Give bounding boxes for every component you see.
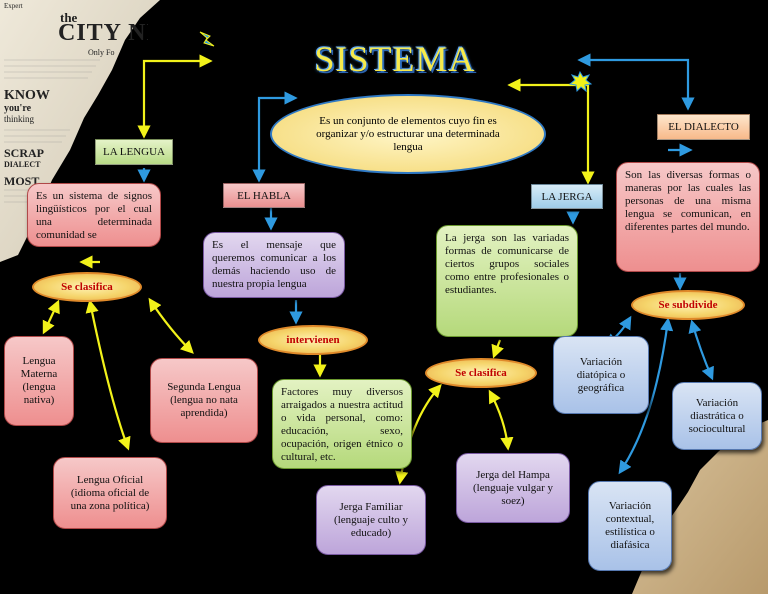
- label-habla: EL HABLA: [223, 183, 305, 208]
- dialecto-type: Variación diatópica o geográfica: [553, 336, 649, 414]
- lengua-description: Es un sistema de signos lingüísticos por…: [27, 183, 161, 247]
- newspaper-fragment: KNOW: [4, 88, 50, 103]
- jerga-type-text: Jerga Familiar (lenguaje culto y educado…: [334, 500, 408, 539]
- lengua-classify: Se clasifica: [32, 272, 142, 302]
- label-lengua: LA LENGUA: [95, 139, 173, 165]
- lengua-type-text: Lengua Materna (lengua nativa): [20, 355, 58, 406]
- dialecto-subdivide: Se subdivide: [631, 290, 745, 320]
- jerga-classify: Se clasifica: [425, 358, 537, 388]
- dialecto-type-text: Variación diatópica o geográfica: [576, 355, 626, 394]
- dialecto-type-text: Variación diastrática o sociocultural: [688, 396, 746, 435]
- newspaper-fragment: SCRAP: [4, 146, 45, 160]
- lengua-type: Lengua Oficial (idioma oficial de una zo…: [53, 457, 167, 529]
- dialecto-type: Variación contextual, estilística o diaf…: [588, 481, 672, 571]
- dialecto-description: Son las diversas formas o maneras por la…: [616, 162, 760, 272]
- page-title: SISTEMA: [314, 39, 476, 79]
- habla-intervienen: intervienen: [258, 325, 368, 355]
- newspaper-fragment: you're: [4, 103, 32, 114]
- label-jerga: LA JERGA: [531, 184, 603, 209]
- lengua-type: Lengua Materna (lengua nativa): [4, 336, 74, 426]
- newspaper-masthead: CITY NE: [58, 20, 148, 46]
- newspaper-tagline: Only Fo: [88, 48, 115, 57]
- jerga-type-text: Jerga del Hampa (lenguaje vulgar y soez): [472, 468, 554, 507]
- lightning-icon: [199, 31, 215, 47]
- newspaper-fragment: thinking: [4, 114, 35, 124]
- definition-text: Es un conjunto de elementos cuyo fin es …: [316, 114, 500, 153]
- lengua-type-text: Segunda Lengua (lengua no nata aprendida…: [167, 381, 241, 419]
- lengua-type-text: Lengua Oficial (idioma oficial de una zo…: [70, 473, 150, 512]
- dialecto-type-text: Variación contextual, estilística o diaf…: [605, 500, 655, 551]
- burst-icon: [568, 70, 593, 93]
- lengua-type: Segunda Lengua (lengua no nata aprendida…: [150, 358, 258, 443]
- dialecto-type: Variación diastrática o sociocultural: [672, 382, 762, 450]
- habla-description: Es el mensaje que queremos comunicar a l…: [203, 232, 345, 298]
- jerga-type: Jerga del Hampa (lenguaje vulgar y soez): [456, 453, 570, 523]
- label-dialecto: EL DIALECTO: [657, 114, 750, 140]
- jerga-type: Jerga Familiar (lenguaje culto y educado…: [316, 485, 426, 555]
- newspaper-fragment: DIALECT: [4, 160, 41, 169]
- newspaper-masthead-small: the: [60, 10, 78, 25]
- jerga-description: La jerga son las variadas formas de comu…: [436, 225, 578, 337]
- habla-factors: Factores muy diversos arraigados a nuest…: [272, 379, 412, 469]
- definition-ellipse: Es un conjunto de elementos cuyo fin es …: [270, 94, 546, 174]
- newspaper-fragment: Expert: [4, 2, 23, 10]
- newspaper-fragment: MOST: [4, 174, 40, 188]
